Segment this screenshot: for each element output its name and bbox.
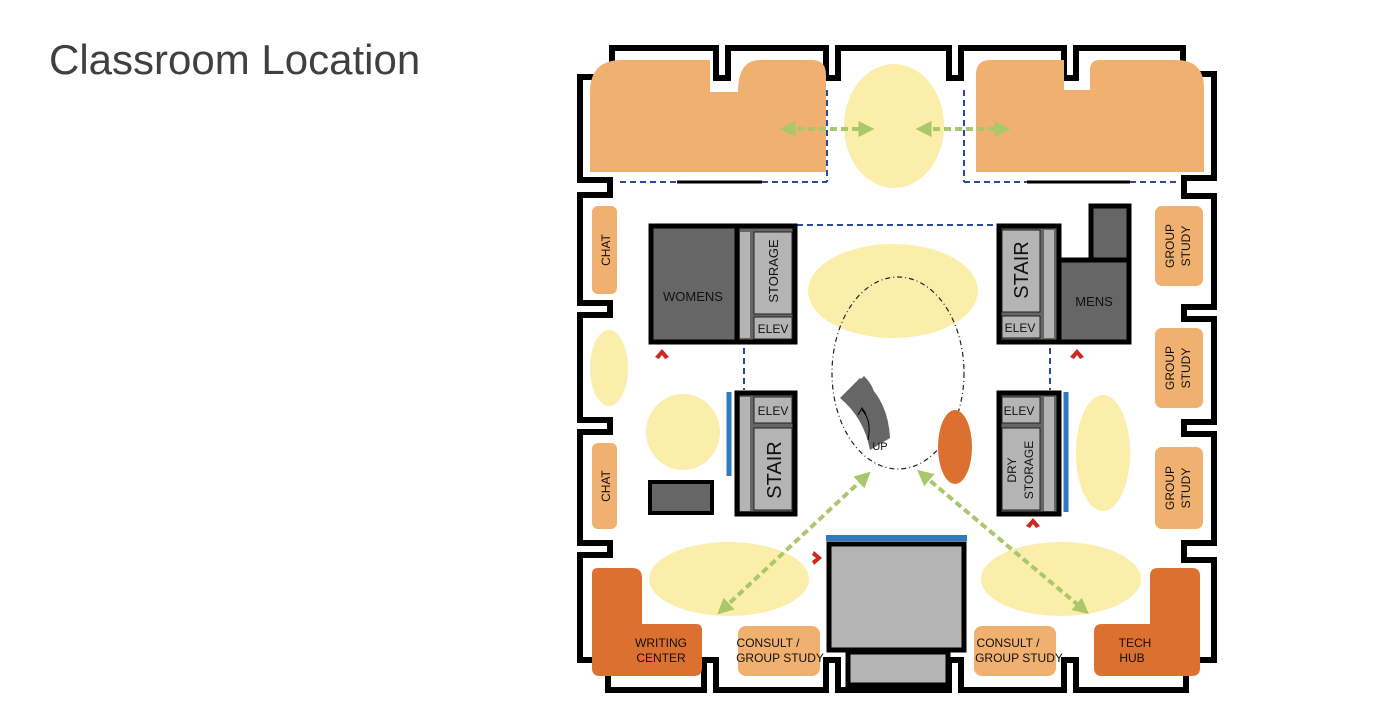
womens-label: WOMENS: [663, 289, 723, 304]
chat-room-2: [592, 443, 617, 529]
left-lower-strip: [740, 397, 750, 511]
bottom-left-zone: [649, 542, 809, 616]
elevator-2: [753, 396, 793, 424]
elevator-3-label: ELEV: [1005, 321, 1036, 335]
chat-room-2-label: CHAT: [599, 469, 613, 501]
elevator-4: [1001, 396, 1041, 424]
right-lower-strip: [1044, 397, 1054, 511]
orange-kiosk: [938, 410, 972, 484]
top-left-wing: [590, 60, 826, 172]
left-zone: [590, 330, 628, 406]
group-study-3-line1: GROUP: [1163, 466, 1177, 510]
stair-direction-arrow: [861, 409, 870, 441]
right-upper-strip: [1044, 230, 1054, 338]
consult-room-left: [738, 626, 820, 676]
central-stair-top: [856, 376, 874, 396]
tech-hub: [1094, 568, 1200, 676]
door-marker-icon: [1070, 349, 1084, 359]
writing-center-line1: WRITING: [635, 636, 687, 650]
stair-1: [753, 427, 793, 511]
right-zone: [1076, 395, 1130, 511]
storage-room: [753, 231, 793, 315]
group-study-1-line1: GROUP: [1163, 224, 1177, 268]
central-zone: [808, 244, 978, 338]
group-study-1: [1155, 206, 1203, 286]
mens-restroom: [1056, 257, 1132, 345]
stair-1-label: STAIR: [764, 441, 786, 498]
circulation-arrows: [717, 121, 1089, 615]
consult-right-line2: GROUP STUDY: [975, 651, 1063, 665]
elevator-1: [753, 316, 793, 340]
left-round-zone: [646, 394, 720, 470]
consult-left-line1: CONSULT /: [737, 636, 801, 650]
group-study-3-line2: STUDY: [1179, 468, 1193, 509]
top-right-wing: [976, 60, 1204, 172]
writing-center-line2: CENTER: [636, 651, 686, 665]
consult-right-line1: CONSULT /: [977, 636, 1041, 650]
group-study-1-line2: STUDY: [1179, 226, 1193, 267]
dry-storage-room: [1001, 427, 1041, 511]
door-marker-icon: [1026, 518, 1040, 528]
dry-storage-label-1: DRY: [1005, 457, 1019, 482]
door-marker-icon: [812, 551, 822, 565]
group-study-2: [1155, 328, 1203, 408]
dry-storage-label-2: STORAGE: [1022, 441, 1036, 499]
stair-2: [1001, 229, 1041, 313]
womens-restroom: [648, 223, 740, 345]
door-marker-icon: [655, 349, 669, 359]
chat-room-1: [592, 206, 617, 294]
central-stair-oval: [831, 276, 965, 470]
bottom-entry: [845, 649, 951, 688]
mens-annex: [1088, 203, 1132, 265]
elevator-3: [1001, 315, 1041, 339]
elevator-1-label: ELEV: [758, 322, 789, 336]
stair-2-label: STAIR: [1011, 241, 1033, 298]
tech-hub-line1: TECH: [1119, 636, 1152, 650]
consult-left-line2: GROUP STUDY: [736, 651, 824, 665]
consult-room-right: [974, 626, 1056, 676]
left-small-block: [648, 480, 714, 515]
storage-strip: [740, 232, 750, 338]
up-label: UP: [872, 441, 887, 453]
bottom-right-zone: [981, 542, 1141, 616]
writing-center: [592, 568, 702, 676]
bottom-center-room: [826, 541, 967, 653]
group-study-2-line2: STUDY: [1179, 348, 1193, 389]
elevator-4-label: ELEV: [1004, 404, 1035, 418]
stair-direction-arrowhead: [857, 407, 867, 416]
group-study-3: [1155, 447, 1203, 529]
storage-label: STORAGE: [766, 239, 781, 303]
chat-room-1-label: CHAT: [599, 233, 613, 265]
door-markers: [655, 349, 1084, 565]
group-study-2-line1: GROUP: [1163, 346, 1177, 390]
top-center-zone: [844, 64, 944, 188]
elevator-2-label: ELEV: [758, 404, 789, 418]
slide-title: Classroom Location: [49, 36, 421, 83]
mens-label: MENS: [1075, 294, 1113, 309]
tech-hub-line2: HUB: [1119, 651, 1144, 665]
